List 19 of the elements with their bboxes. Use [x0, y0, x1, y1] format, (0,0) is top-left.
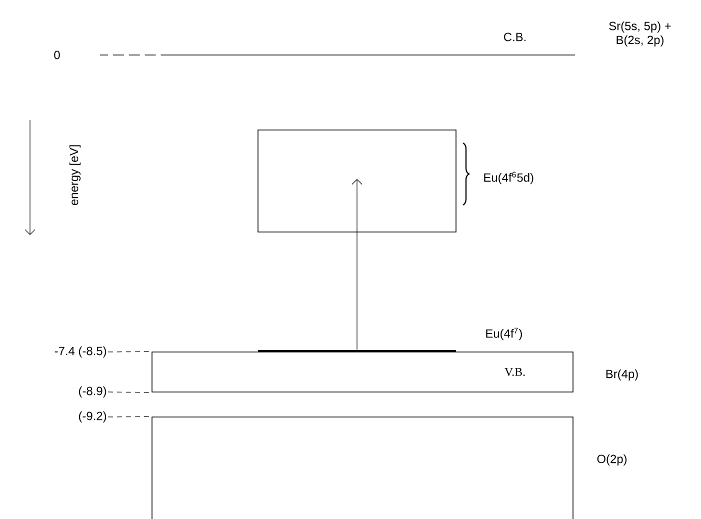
level-label: C.B.: [504, 32, 526, 42]
band-box: [258, 130, 456, 232]
level-label: (-9.2): [78, 411, 106, 423]
band-box: [152, 352, 574, 392]
level-label: -7.4 (-8.5): [54, 346, 106, 358]
band-box: [152, 416, 574, 519]
level-label: Eu(4f$^{6}$5d): [484, 172, 534, 184]
band-label: V.B.: [504, 368, 525, 376]
band-label: Br(4p): [606, 369, 638, 381]
leader-line: [108, 392, 152, 393]
level-label: (-8.9): [78, 386, 106, 398]
band-label: O(2p): [597, 454, 627, 466]
level-label: Sr(5s, 5p) + B(2s, 2p): [609, 21, 671, 47]
axis-label: energy [eV]: [69, 145, 81, 206]
leader-line: [108, 416, 152, 418]
leader-line: [108, 351, 152, 352]
arrow: [352, 178, 362, 350]
level-label: 0: [54, 50, 60, 60]
level-label: Eu(4f$^{7}$): [486, 328, 522, 340]
